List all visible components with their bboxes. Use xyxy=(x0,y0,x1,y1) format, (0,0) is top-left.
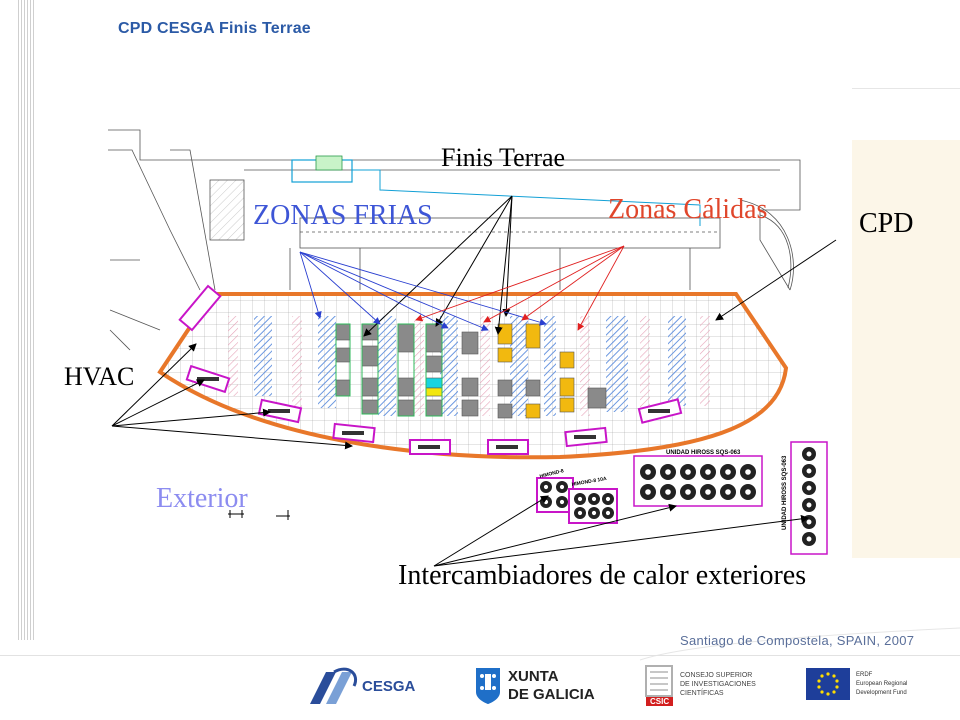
intercambiadores-label: Intercambiadores de calor exteriores xyxy=(398,560,807,591)
csic-line1: CONSEJO SUPERIOR xyxy=(680,672,753,679)
fan-hub xyxy=(543,484,549,490)
page-title: CPD CESGA Finis Terrae xyxy=(118,20,311,37)
fan-hub xyxy=(806,485,812,491)
cesga-logo-icon xyxy=(310,667,357,704)
fan-hub xyxy=(591,496,597,502)
unit-c-label: HIMOND-8 xyxy=(539,468,565,480)
unit-b-label: UNIDAD HIROSS SQS-063 xyxy=(782,455,788,530)
cpd-arrow xyxy=(715,239,837,321)
fan-hub xyxy=(577,510,583,516)
footer-location: Santiago de Compostela, SPAIN, 2007 xyxy=(680,633,915,648)
cesga-logo: CESGA xyxy=(304,664,424,710)
cpd-panel xyxy=(852,140,960,558)
erdf-line3: Development Fund xyxy=(856,690,907,696)
erdf-logo: ERDF European Regional Development Fund xyxy=(806,664,946,710)
fan-hub xyxy=(705,489,711,495)
fan-hub xyxy=(806,536,812,542)
exterior-label: Exterior xyxy=(156,483,248,514)
decorative-stripe xyxy=(18,0,36,640)
fan-hub xyxy=(806,468,812,474)
xunta-line2: DE GALICIA xyxy=(508,686,595,703)
fan-hub xyxy=(806,502,812,508)
header-frame xyxy=(58,0,960,89)
cold-zone-arrows xyxy=(299,251,547,331)
cyan-unit xyxy=(425,377,443,389)
zonas-calidas-label: Zonas Cálidas xyxy=(608,194,768,225)
erdf-line2: European Regional xyxy=(856,681,908,687)
fan-hub xyxy=(543,499,549,505)
fan-hub xyxy=(685,469,691,475)
hvac-label: HVAC xyxy=(64,362,135,391)
fan-grid xyxy=(540,447,816,546)
fan-hub xyxy=(559,499,565,505)
eu-flag-icon xyxy=(806,668,850,700)
fan-hub xyxy=(725,489,731,495)
fan-hub xyxy=(745,489,751,495)
cesga-logo-text: CESGA xyxy=(362,678,416,695)
csic-logo: CSIC CONSEJO SUPERIOR DE INVESTIGACIONES… xyxy=(644,664,784,710)
csic-emblem-icon xyxy=(645,665,673,697)
fan-hub xyxy=(591,510,597,516)
warm-zone-arrows xyxy=(415,245,625,331)
fan-hub xyxy=(705,469,711,475)
xunta-line1: XUNTA xyxy=(508,668,559,685)
xunta-shield-icon xyxy=(476,668,500,704)
exchanger-arrows xyxy=(433,495,809,567)
csic-line3: CIENTÍFICAS xyxy=(680,690,724,697)
csic-line2: DE INVESTIGACIONES xyxy=(680,681,756,688)
fan-hub xyxy=(605,510,611,516)
duct xyxy=(352,169,701,226)
footer-divider xyxy=(0,655,960,656)
fan-hub xyxy=(806,451,812,457)
hvac-unit-details xyxy=(197,377,670,449)
zonas-frias-label: ZONAS FRIAS xyxy=(253,200,433,231)
hvac-arrows xyxy=(111,343,353,450)
erdf-line1: ERDF xyxy=(856,672,873,678)
cpd-label: CPD xyxy=(859,208,914,239)
fan-hub xyxy=(559,484,565,490)
unit-a-label: UNIDAD HIROSS SQS-063 xyxy=(666,450,741,456)
fan-hub xyxy=(665,469,671,475)
unit-d-label: HIMOND-8 10A xyxy=(571,476,607,488)
rack-outlines xyxy=(335,323,443,417)
fan-hub xyxy=(605,496,611,502)
fan-hub xyxy=(577,496,583,502)
fan-hub xyxy=(645,469,651,475)
fan-hub xyxy=(806,519,812,525)
xunta-logo: XUNTA DE GALICIA xyxy=(474,664,595,710)
rack-rows xyxy=(335,323,607,419)
fan-hub xyxy=(645,489,651,495)
fan-hub xyxy=(685,489,691,495)
left-frame xyxy=(58,88,86,640)
dimension-marks xyxy=(228,510,290,520)
finis-terrae-label: Finis Terrae xyxy=(441,143,566,172)
fan-hub xyxy=(665,489,671,495)
fan-hub xyxy=(745,469,751,475)
fan-hub xyxy=(725,469,731,475)
room-outline xyxy=(157,292,789,460)
csic-badge: CSIC xyxy=(646,697,674,706)
